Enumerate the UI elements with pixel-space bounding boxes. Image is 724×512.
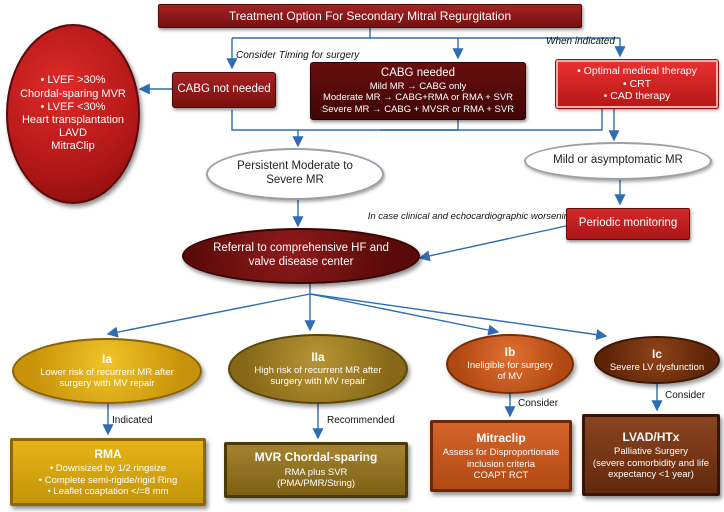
category-desc: High risk of recurrent MR after surgery … — [254, 364, 382, 388]
outcome-line: (PMA/PMR/String) — [276, 478, 356, 490]
left-oval-line: LAVD — [59, 127, 87, 140]
left-options-oval: • LVEF >30% Chordal-sparing MVR • LVEF <… — [6, 24, 140, 204]
left-oval-line: Heart transplantation — [21, 114, 125, 126]
outcome-line: RMA plus SVR — [284, 466, 348, 478]
outcome-line: Palliative Surgery — [614, 446, 688, 458]
medical-line: • Optimal medical therapy — [577, 65, 697, 78]
outcome-line: • Leaflet coaptation </=8 mm — [47, 485, 169, 497]
outcome-line: COAPT RCT — [473, 469, 529, 481]
cabg-not-needed-box: CABG not needed — [172, 72, 276, 108]
periodic-monitoring-box: Periodic monitoring — [566, 208, 690, 240]
consider-label-ib: Consider — [518, 398, 559, 409]
when-indicated-label: When indicated — [546, 36, 615, 47]
persistent-mr-oval: Persistent Moderate to Severe MR — [206, 148, 384, 200]
mild-asymptomatic-oval: Mild or asymptomatic MR — [524, 142, 712, 180]
worsening-label: In case clinical and echocardiographic w… — [367, 211, 575, 222]
category-desc: Lower risk of recurrent MR after surgery… — [40, 366, 174, 390]
left-oval-line: MitraClip — [51, 140, 95, 153]
category-iia-oval: IIa High risk of recurrent MR after surg… — [228, 334, 408, 404]
category-code: IIa — [311, 350, 325, 365]
category-ia-oval: Ia Lower risk of recurrent MR after surg… — [12, 338, 202, 404]
rma-outcome-box: RMA • Downsized by 1/2 ringsize • Comple… — [10, 438, 206, 506]
outcome-line: expectancy <1 year) — [608, 468, 694, 480]
recommended-label: Recommended — [327, 415, 395, 426]
indicated-label: Indicated — [112, 415, 153, 426]
outcome-line: • Complete semi-rigide/rigid Ring — [38, 474, 178, 486]
category-code: Ia — [101, 352, 112, 367]
left-oval-line: • LVEF <30% — [40, 100, 106, 113]
arrow-cabg-merge — [231, 110, 459, 131]
medical-line: • CAD therapy — [603, 90, 671, 103]
cabg-needed-box: CABG needed Mild MR → CABG only Moderate… — [310, 62, 526, 120]
category-code: Ic — [651, 347, 662, 362]
mitraclip-outcome-box: Mitraclip Assess for Disproportionate in… — [430, 420, 572, 492]
outcome-line: (severe comorbidity and life — [592, 457, 710, 469]
cabg-needed-line: Severe MR → CABG + MVSR or RMA + SVR — [321, 103, 515, 115]
arrow-to-ib — [309, 293, 500, 336]
category-ib-oval: Ib Ineligible for surgery of MV — [446, 334, 574, 394]
outcome-line: inclusion criteria — [466, 458, 536, 470]
left-oval-line: Chordal-sparing MVR — [20, 87, 126, 100]
lvad-htx-outcome-box: LVAD/HTx Palliative Surgery (severe como… — [582, 414, 720, 496]
cabg-needed-line: Moderate MR → CABG+RMA or RMA + SVR — [322, 92, 514, 104]
outcome-title: MVR Chordal-sparing — [254, 450, 378, 465]
outcome-title: Mitraclip — [476, 430, 526, 445]
arrow-to-ic — [309, 293, 608, 341]
outcome-line: Assess for Disproportionate — [442, 447, 560, 459]
outcome-line: • Downsized by 1/2 ringsize — [49, 463, 167, 475]
medical-line: • CRT — [623, 77, 651, 90]
arrow-medical-to-persistent — [380, 108, 603, 131]
cabg-needed-title: CABG needed — [380, 67, 456, 80]
outcome-title: RMA — [94, 446, 122, 461]
consider-timing-label: Consider Timing for surgery — [236, 50, 360, 61]
category-code: Ib — [504, 345, 516, 360]
mvr-outcome-box: MVR Chordal-sparing RMA plus SVR (PMA/PM… — [224, 442, 408, 498]
referral-oval: Referral to comprehensive HF and valve d… — [182, 228, 420, 284]
consider-label-ic: Consider — [665, 390, 706, 401]
diagram-title: Treatment Option For Secondary Mitral Re… — [158, 4, 582, 28]
left-oval-line: • LVEF >30% — [40, 74, 106, 87]
medical-therapy-box: • Optimal medical therapy • CRT • CAD th… — [555, 59, 719, 109]
arrow-periodic-to-referral — [418, 225, 567, 262]
cabg-needed-line: Mild MR → CABG only — [369, 80, 467, 92]
category-desc: Ineligible for surgery of MV — [467, 359, 553, 383]
category-ic-oval: Ic Severe LV dysfunction — [594, 336, 720, 384]
outcome-title: LVAD/HTx — [622, 429, 680, 444]
category-desc: Severe LV dysfunction — [609, 361, 705, 373]
arrow-to-ia — [106, 293, 311, 338]
